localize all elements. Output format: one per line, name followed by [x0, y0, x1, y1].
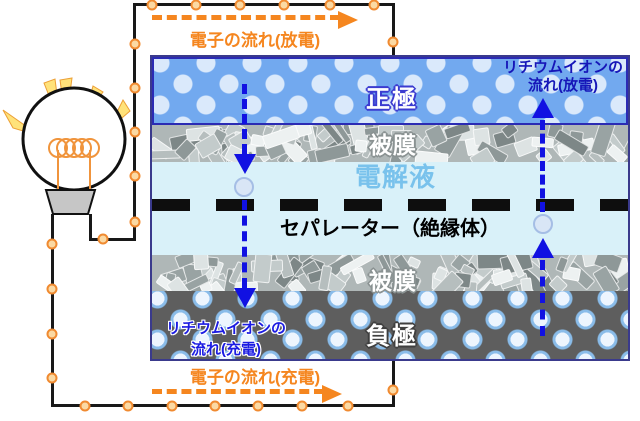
electrolyte-label: 電解液	[355, 162, 437, 192]
electron-icon	[296, 400, 308, 412]
ion-charge-arrow-segment	[242, 200, 247, 288]
ion-flow-charge-label: リチウムイオンの 流れ(充電)	[152, 318, 300, 360]
filament-coil-icon	[48, 138, 100, 158]
rubble-piece	[519, 276, 533, 291]
circuit-wire	[90, 238, 136, 241]
electron-flow-discharge-label: 電子の流れ(放電)	[189, 31, 321, 50]
ion-charge-arrowhead-icon	[234, 288, 256, 308]
lithium-ion-icon	[533, 214, 553, 234]
electron-icon	[129, 216, 141, 228]
ion-discharge-arrowhead-icon	[532, 238, 554, 258]
electron-icon	[209, 400, 221, 412]
electron-icon	[234, 0, 246, 11]
cathode-label: 正極	[366, 86, 418, 113]
ion-flow-charge-line1: リチウムイオンの	[165, 320, 286, 337]
electron-icon	[46, 372, 58, 384]
electron-flow-charge-arrowhead-icon	[322, 385, 342, 403]
electron-icon	[122, 400, 134, 412]
electron-flow-charge-arrow	[152, 389, 324, 394]
electron-icon	[387, 384, 399, 396]
ion-charge-arrow-segment	[242, 84, 247, 154]
electron-icon	[79, 400, 91, 412]
coating-bottom-layer	[152, 255, 628, 291]
coating-top-layer	[152, 125, 628, 162]
separator-label: セパレーター（絶縁体）	[280, 218, 500, 240]
ion-discharge-arrow-segment	[540, 260, 545, 336]
lithium-ion-icon	[234, 177, 254, 197]
electron-icon	[190, 0, 202, 11]
electron-icon	[324, 0, 336, 11]
electron-icon	[129, 170, 141, 182]
electron-flow-charge-label: 電子の流れ(充電)	[189, 368, 321, 387]
electron-icon	[129, 38, 141, 50]
rubble-piece	[192, 255, 210, 271]
electron-icon	[146, 0, 158, 11]
circuit-wire	[133, 3, 395, 6]
electron-icon	[46, 328, 58, 340]
electron-icon	[129, 126, 141, 138]
electron-flow-discharge-arrow	[152, 15, 340, 20]
ion-discharge-arrow-segment	[540, 120, 545, 212]
anode-layer	[152, 291, 628, 359]
anode-label: 負極	[366, 323, 418, 350]
bulb-base	[44, 189, 97, 215]
circuit-wire	[89, 214, 92, 241]
rubble-piece	[313, 142, 350, 162]
electron-icon	[129, 82, 141, 94]
electron-icon	[166, 400, 178, 412]
electron-icon	[368, 0, 380, 11]
coating-bottom-label: 被膜	[369, 268, 417, 294]
ion-discharge-arrowhead-icon	[532, 98, 554, 118]
circuit-wire	[51, 214, 54, 407]
ion-flow-discharge-line1: リチウムイオンの	[502, 59, 623, 76]
light-bulb-icon	[2, 77, 131, 215]
rubble-piece	[252, 255, 272, 284]
circuit-wire	[51, 404, 395, 407]
ion-flow-charge-line2: 流れ(充電)	[191, 341, 261, 358]
coating-top-label: 被膜	[369, 132, 417, 158]
electron-icon	[97, 233, 109, 245]
electron-icon	[46, 238, 58, 250]
circuit-wire	[392, 3, 395, 57]
electron-icon	[387, 36, 399, 48]
ion-charge-arrowhead-icon	[234, 154, 256, 174]
electron-icon	[278, 0, 290, 11]
ion-flow-discharge-line2: 流れ(放電)	[527, 77, 598, 94]
ion-flow-discharge-label: リチウムイオンの 流れ(放電)	[503, 59, 623, 95]
circuit-wire	[392, 359, 395, 407]
electron-flow-discharge-arrowhead-icon	[338, 11, 358, 29]
electron-icon	[46, 283, 58, 295]
electron-icon	[342, 400, 354, 412]
circuit-wire	[133, 3, 136, 241]
separator-dashed-line	[152, 199, 628, 211]
battery-cell: 正極 被膜 電解液 セパレーター（絶縁体） 被膜 負極 リチウムイオンの 流れ(…	[150, 55, 630, 361]
electron-icon	[252, 400, 264, 412]
rubble-piece	[354, 139, 368, 154]
